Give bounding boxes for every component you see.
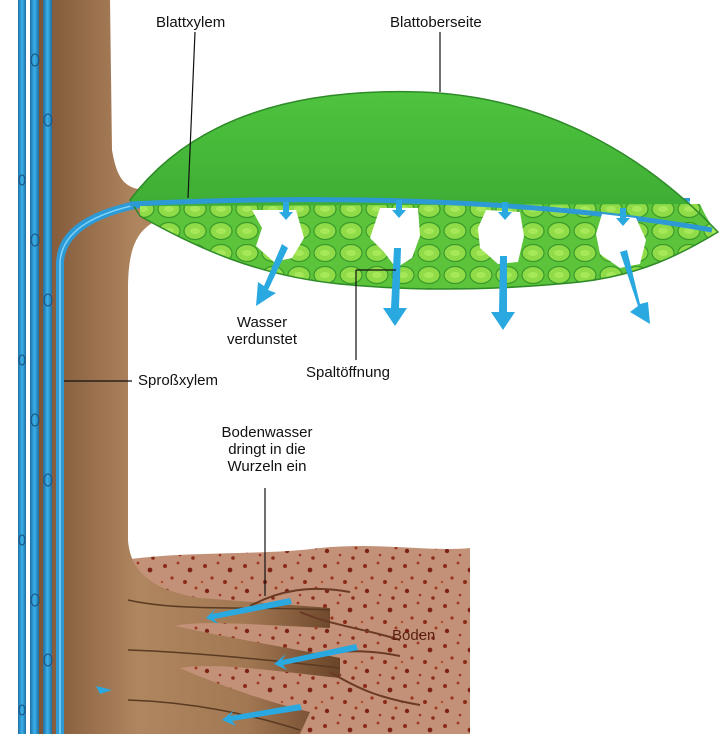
label-leaf-upper-side: Blattoberseite — [390, 14, 482, 32]
label-stoma: Spaltöffnung — [306, 364, 390, 382]
label-water-evaporates-line1: Wasser — [222, 314, 302, 332]
leaf — [130, 92, 718, 289]
label-soil-water-line3: Wurzeln ein — [205, 458, 329, 476]
label-water-evaporates-line2: verdunstet — [222, 331, 302, 349]
label-leaf-xylem: Blattxylem — [156, 14, 225, 32]
label-soil-water-line1: Bodenwasser — [205, 424, 329, 442]
label-soil-water-line2: dringt in die — [205, 441, 329, 459]
label-shoot-xylem: Sproßxylem — [138, 372, 218, 390]
label-soil: Boden — [392, 627, 435, 645]
